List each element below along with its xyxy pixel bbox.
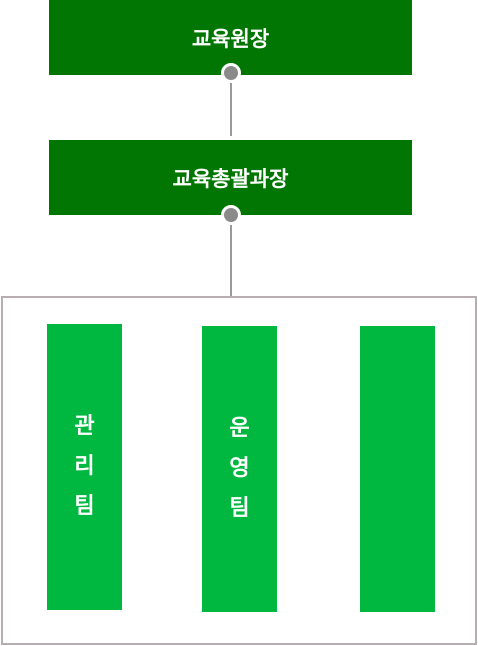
connector-line-2 — [230, 214, 232, 298]
general-manager-box: 교육총괄과장 — [49, 140, 412, 215]
team-char: 리 — [74, 454, 95, 479]
connector-dot-1 — [221, 63, 241, 83]
team-box-management: 관 리 팀 — [47, 324, 122, 610]
general-manager-label: 교육총괄과장 — [172, 166, 289, 191]
team-box-operations: 운 영 팀 — [202, 326, 277, 612]
team-char: 팀 — [74, 494, 95, 519]
team-label-operations: 운 영 팀 — [229, 409, 249, 529]
team-char: 관 — [74, 414, 95, 439]
connector-line-1 — [230, 74, 232, 136]
connector-dot-2 — [221, 205, 241, 225]
teams-frame — [1, 296, 477, 645]
team-char: 팀 — [229, 496, 250, 521]
team-char: 운 — [229, 416, 250, 441]
team-char: 영 — [229, 456, 250, 481]
team-box-empty — [360, 326, 435, 612]
director-label: 교육원장 — [191, 26, 270, 51]
director-box: 교육원장 — [49, 0, 412, 75]
team-label-management: 관 리 팀 — [74, 407, 94, 527]
